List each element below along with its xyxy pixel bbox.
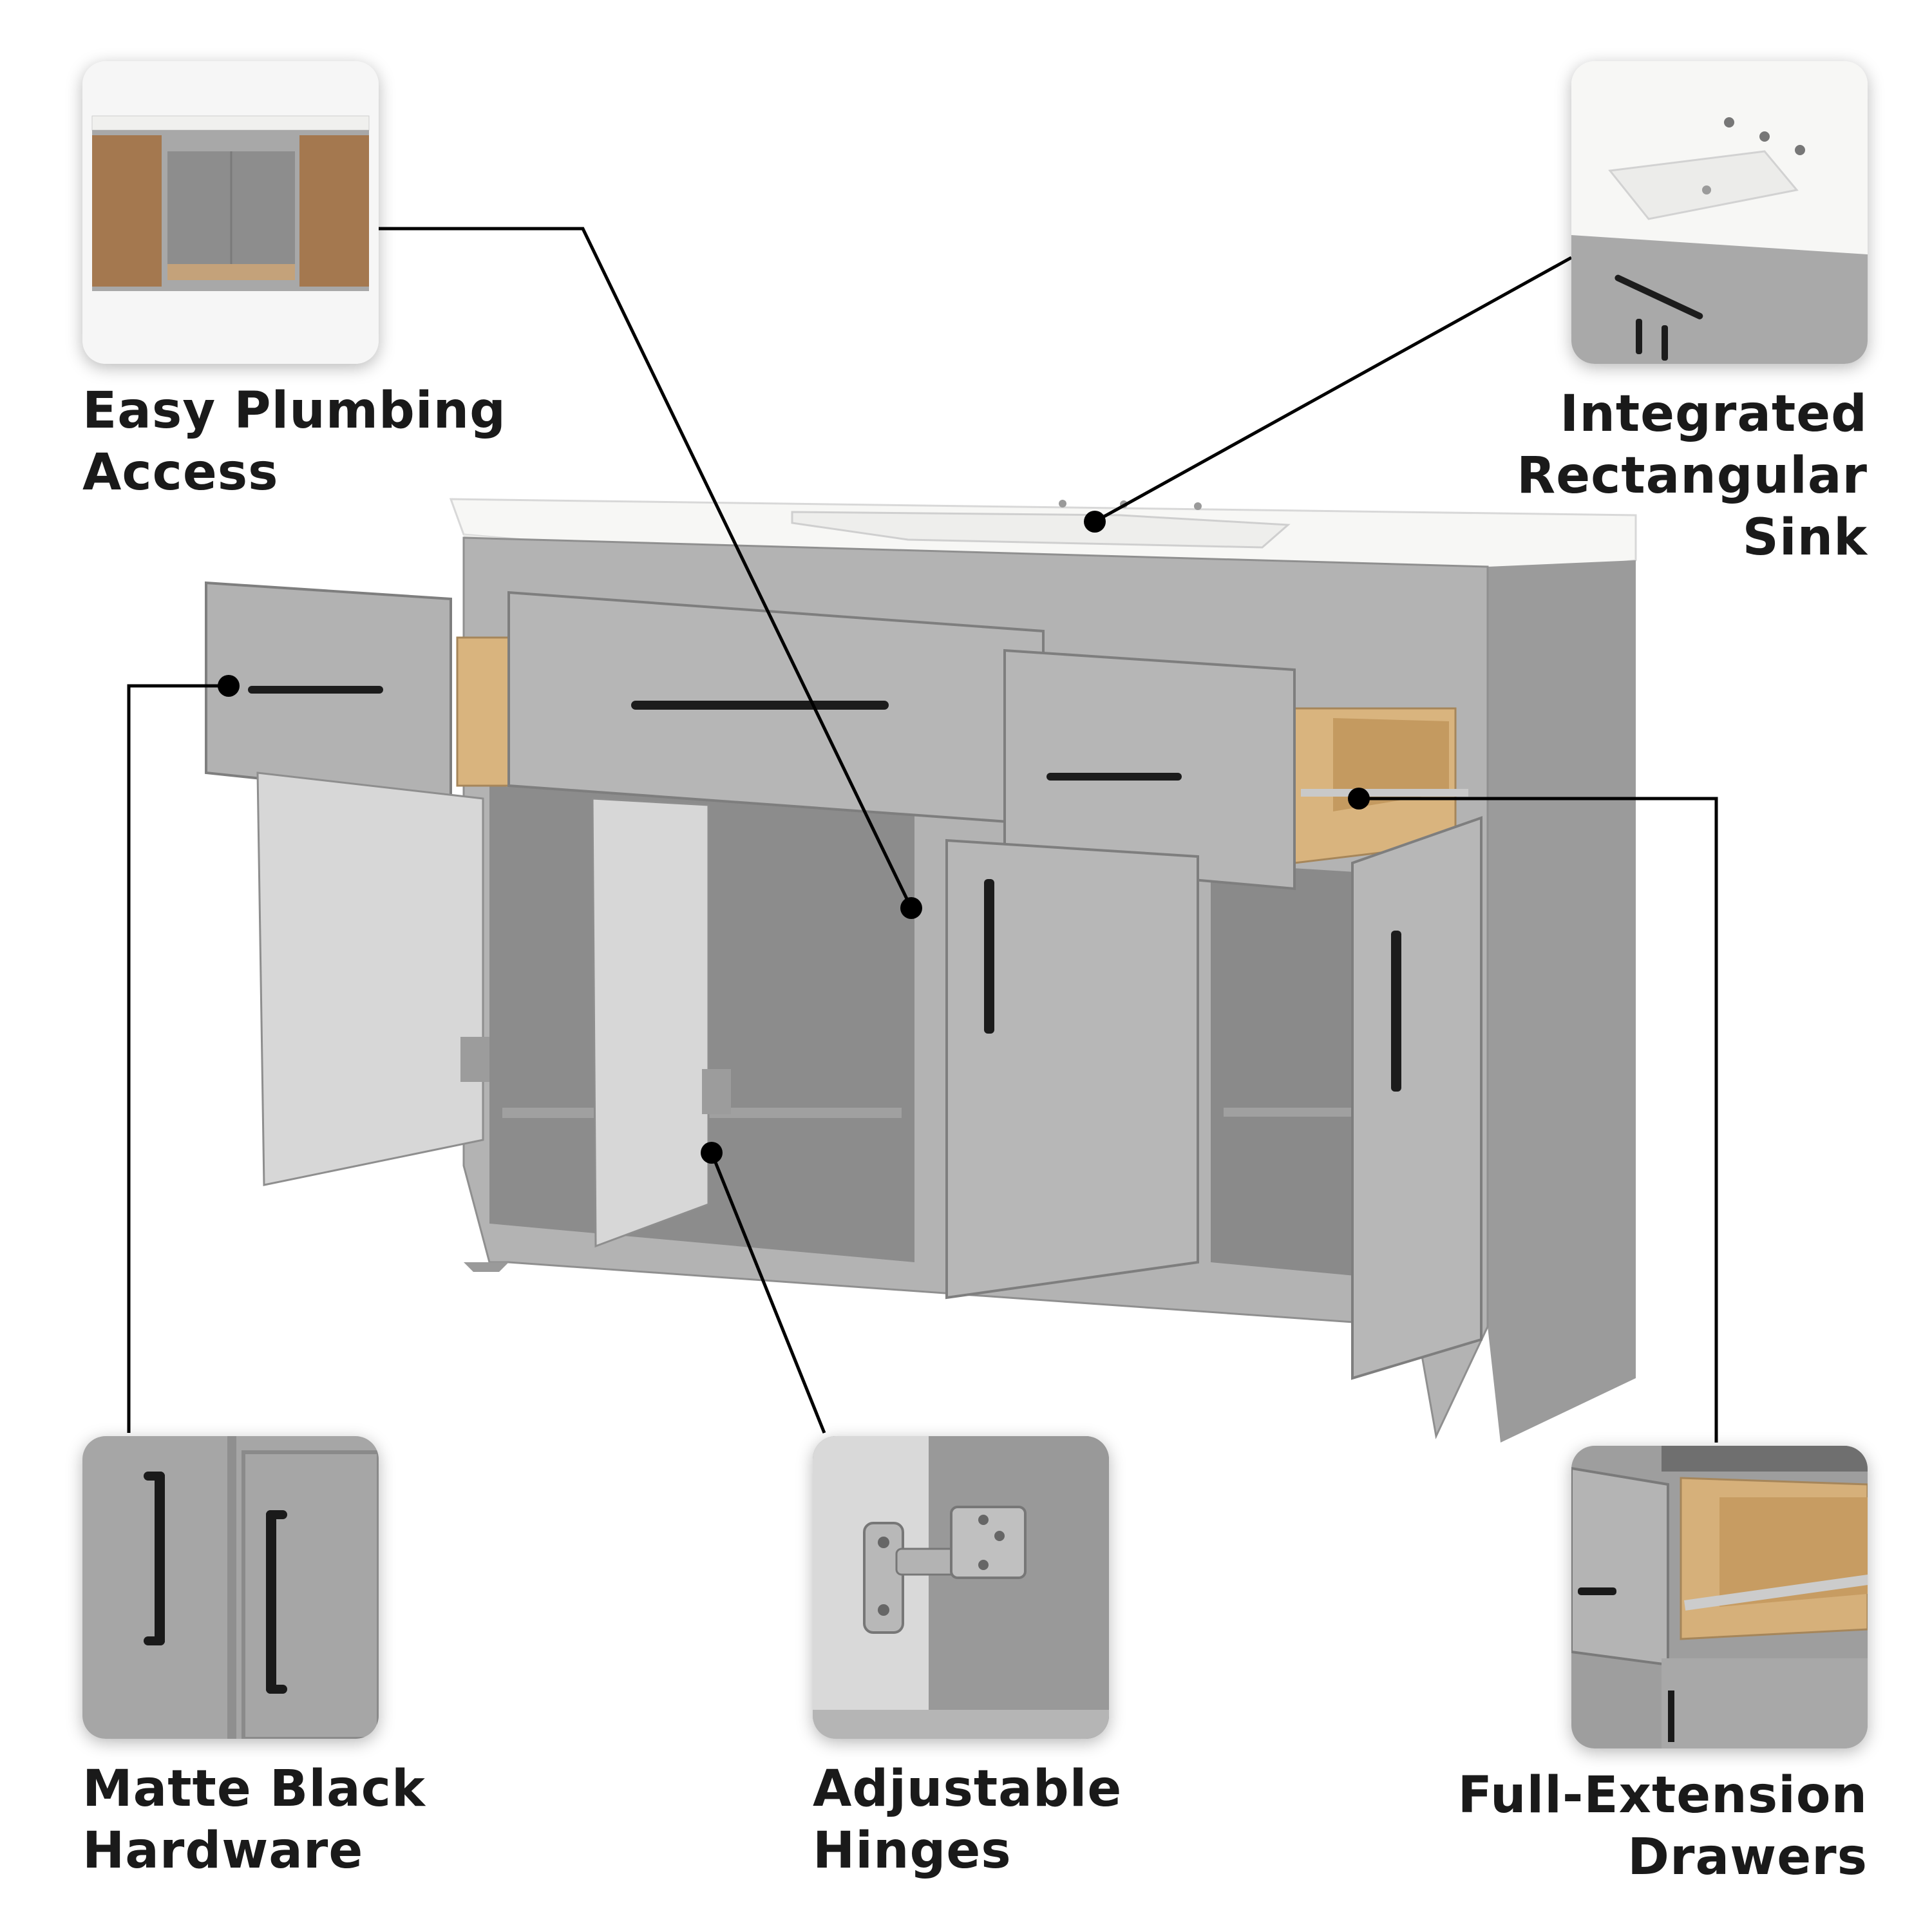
drawer-right-pull xyxy=(1046,773,1182,781)
inset-plumbing-access xyxy=(82,61,379,364)
plumbing-access-image xyxy=(82,61,379,364)
integrated-sink-image xyxy=(1571,61,1868,364)
pull-handle-left xyxy=(155,1472,165,1645)
hardware-line2: Hardware xyxy=(82,1822,364,1880)
adjustable-hinges-image xyxy=(813,1436,1109,1739)
matte-black-hardware-image xyxy=(82,1436,379,1739)
hinges-line2: Hinges xyxy=(813,1822,1012,1880)
hinge-plate xyxy=(863,1522,904,1634)
feature-label-drawers: Full-Extension Drawers xyxy=(1417,1765,1868,1888)
drawers-line1: Full-Extension xyxy=(1457,1766,1868,1824)
hinge-mount xyxy=(950,1506,1027,1579)
plumbing-line2: Access xyxy=(82,444,279,502)
inset-adjustable-hinges xyxy=(813,1436,1109,1739)
inset-integrated-sink xyxy=(1571,61,1868,364)
door-center-right xyxy=(945,838,1199,1300)
cabinet-side xyxy=(1488,560,1636,1443)
hardware-line1: Matte Black xyxy=(82,1760,426,1818)
drawer-left-box xyxy=(456,636,516,787)
feature-label-sink: Integrated Rectangular Sink xyxy=(1417,383,1868,569)
drawers-line2: Drawers xyxy=(1627,1828,1868,1886)
plumbing-line1: Easy Plumbing xyxy=(82,382,506,440)
drawer-center-pull xyxy=(631,701,889,710)
feature-label-plumbing: Easy Plumbing Access xyxy=(82,380,506,504)
door-pull-right xyxy=(1391,931,1401,1092)
sink-line2: Rectangular xyxy=(1517,447,1868,505)
inset-full-extension-drawers xyxy=(1571,1446,1868,1748)
pull-handle-right xyxy=(266,1510,276,1694)
drawer-slide xyxy=(1301,789,1468,797)
hinges-line1: Adjustable xyxy=(813,1760,1122,1818)
sink-line3: Sink xyxy=(1742,509,1868,567)
inset-matte-black-hardware xyxy=(82,1436,379,1739)
door-pull-center xyxy=(984,879,994,1034)
door-center-left xyxy=(591,797,710,1248)
drawer-right-front xyxy=(1003,649,1296,891)
feature-label-hardware: Matte Black Hardware xyxy=(82,1758,426,1882)
sink-line1: Integrated xyxy=(1560,385,1868,443)
drawer-left-pull xyxy=(248,686,383,694)
hinge-center xyxy=(702,1069,731,1114)
feature-label-hinges: Adjustable Hinges xyxy=(813,1758,1122,1882)
door-right xyxy=(1351,816,1482,1380)
full-extension-drawers-image xyxy=(1571,1446,1868,1748)
door-left xyxy=(256,772,484,1186)
hinge-left xyxy=(460,1037,489,1082)
